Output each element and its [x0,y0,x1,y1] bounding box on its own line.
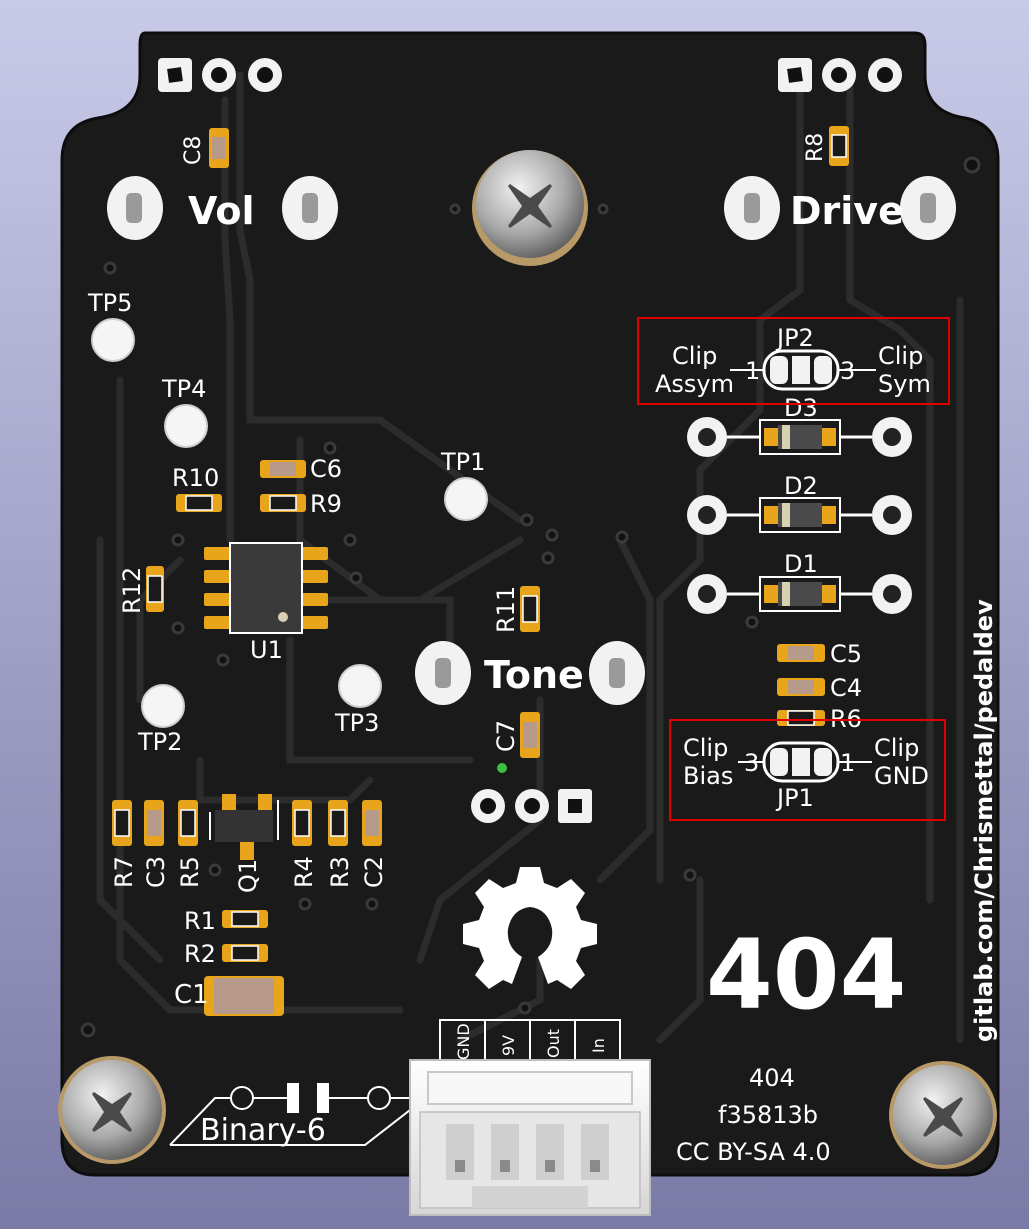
jp1-left-2: Bias [683,762,733,790]
q1-transistor [209,794,279,860]
tp5-label: TP5 [87,289,132,317]
c2-label: C2 [360,856,388,888]
tp2-label: TP2 [137,728,182,756]
q1-label: Q1 [234,859,262,893]
test-point-pads [91,318,488,728]
c8-label: C8 [181,136,206,165]
conn-pin-9v: 9V [499,1035,518,1056]
r4-label: R4 [290,856,318,888]
led-dot [497,763,507,773]
vol-pot-pins [158,58,282,92]
c1-label: C1 [174,980,209,1010]
tone-label: Tone [484,653,584,697]
copper-traces [96,71,964,1044]
big-number: 404 [706,919,906,1031]
jp2-pin-left: 1 [745,357,760,385]
jp1-pin-left: 3 [744,749,759,777]
info-line-2: f35813b [718,1101,818,1129]
d3-label: D3 [784,394,818,422]
c6-label: C6 [310,455,342,483]
center-screw [472,150,588,266]
r7-label: R7 [110,856,138,888]
jp2-highlight-box [637,317,950,405]
drive-label: Drive [790,189,904,233]
board-vias [80,156,981,1038]
tp4-label: TP4 [161,375,206,403]
r5-label: R5 [176,856,204,888]
r8-part [829,126,849,166]
jp1-right-2: GND [874,762,929,790]
conn-pin-out: Out [544,1029,563,1058]
info-line-3: CC BY-SA 4.0 [676,1138,831,1166]
r11-c7-parts [520,586,540,758]
jp1-left-1: Clip [683,734,728,762]
c8-part [209,128,229,168]
open-hardware-gear-logo [463,867,597,989]
r12-label: R12 [118,567,146,614]
small-smd-parts [146,460,306,612]
c4-label: C4 [830,674,862,702]
tp3-label: TP3 [334,709,379,737]
r3-label: R3 [326,856,354,888]
mounting-screw-right [889,1061,997,1169]
jp2-name: JP2 [775,324,814,352]
c3-label: C3 [142,856,170,888]
tp1-label: TP1 [440,448,485,476]
c7-label: C7 [492,720,520,752]
c5-c4-r6-parts [777,644,825,726]
jp1-pin-right: 1 [840,749,855,777]
tone-pot-pins [471,789,592,823]
jp2-left-1: Clip [672,342,717,370]
r11-label: R11 [492,586,520,633]
mounting-screw-left [58,1056,166,1164]
jp2-jumper [730,349,876,391]
vol-label: Vol [188,189,254,233]
jp2-pin-right: 3 [840,357,855,385]
u1-label: U1 [250,636,283,664]
jp1-highlight-box [669,719,946,821]
drive-pot-pins [778,58,902,92]
jp1-name: JP1 [775,784,814,812]
d2-label: D2 [784,472,818,500]
d1-label: D1 [784,550,818,578]
r8-label: R8 [803,133,828,162]
jp2-right-2: Sym [878,370,931,398]
r1-r2-c1-parts [204,910,284,1016]
r9-label: R9 [310,490,342,518]
diodes [687,417,912,614]
jp1-right-1: Clip [874,734,919,762]
tone-pot-lugs [415,641,645,705]
resistor-row [112,800,382,846]
c5-label: C5 [830,640,862,668]
info-line-1: 404 [749,1064,795,1092]
url-text: gitlab.com/Chrismettal/pedaldev [970,599,998,1042]
vol-pot-lugs [107,176,338,240]
drive-pot-lugs [724,176,956,240]
jp2-right-1: Clip [878,342,923,370]
jst-connector [409,1059,651,1216]
jp1-jumper [738,741,872,783]
conn-pin-gnd: GND [454,1023,473,1060]
r1-label: R1 [184,907,216,935]
binary-6-label: Binary-6 [200,1113,326,1148]
u1-chip [204,542,328,634]
jp2-left-2: Assym [655,370,734,398]
conn-pin-in: In [589,1038,608,1053]
r10-label: R10 [172,464,219,492]
r2-label: R2 [184,940,216,968]
